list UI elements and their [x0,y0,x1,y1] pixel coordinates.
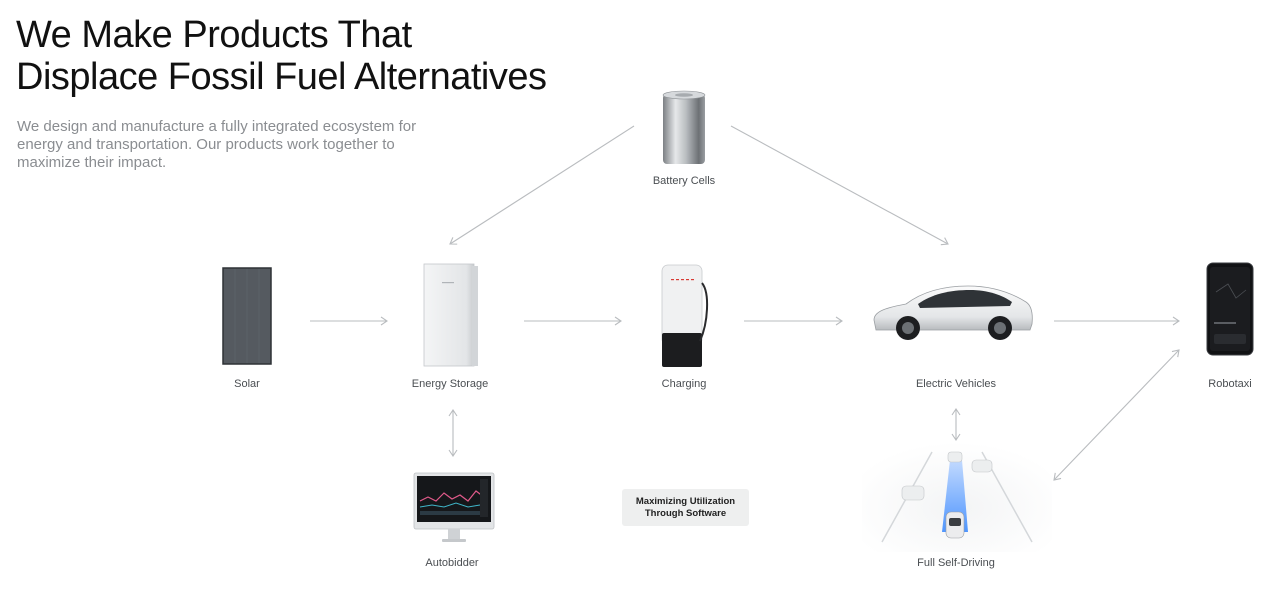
label-battery-cells: Battery Cells [652,175,716,187]
badge-line-2: Through Software [644,507,727,519]
badge-line-1: Maximizing Utilization [635,495,736,507]
label-autobidder: Autobidder [425,557,479,569]
electric-vehicle-image[interactable] [870,282,1036,344]
label-robotaxi: Robotaxi [1208,378,1252,390]
label-charging: Charging [661,378,707,390]
arrow-fsd-robotaxi [1053,349,1180,481]
headline: We Make Products That Displace Fossil Fu… [16,14,547,98]
solar-panel-image[interactable] [222,267,272,365]
headline-line-1: We Make Products That [16,14,412,56]
headline-line-2: Displace Fossil Fuel Alternatives [16,56,547,98]
label-energy-storage: Energy Storage [411,378,489,390]
arrow-battery-to-storage [449,125,635,245]
energy-storage-image[interactable] [422,262,480,368]
robotaxi-phone-image[interactable] [1206,262,1254,356]
arrow-battery-to-ev [730,125,949,246]
label-electric-vehicles: Electric Vehicles [915,378,997,390]
label-full-self-driving: Full Self-Driving [917,557,995,569]
battery-cell-image[interactable] [662,90,706,166]
label-solar: Solar [234,378,260,390]
charger-image[interactable] [660,263,710,369]
full-self-driving-image[interactable] [862,442,1052,552]
autobidder-monitor-image[interactable] [412,471,496,547]
subtitle: We design and manufacture a fully integr… [17,118,417,171]
software-badge: Maximizing Utilization Through Software [622,489,749,526]
